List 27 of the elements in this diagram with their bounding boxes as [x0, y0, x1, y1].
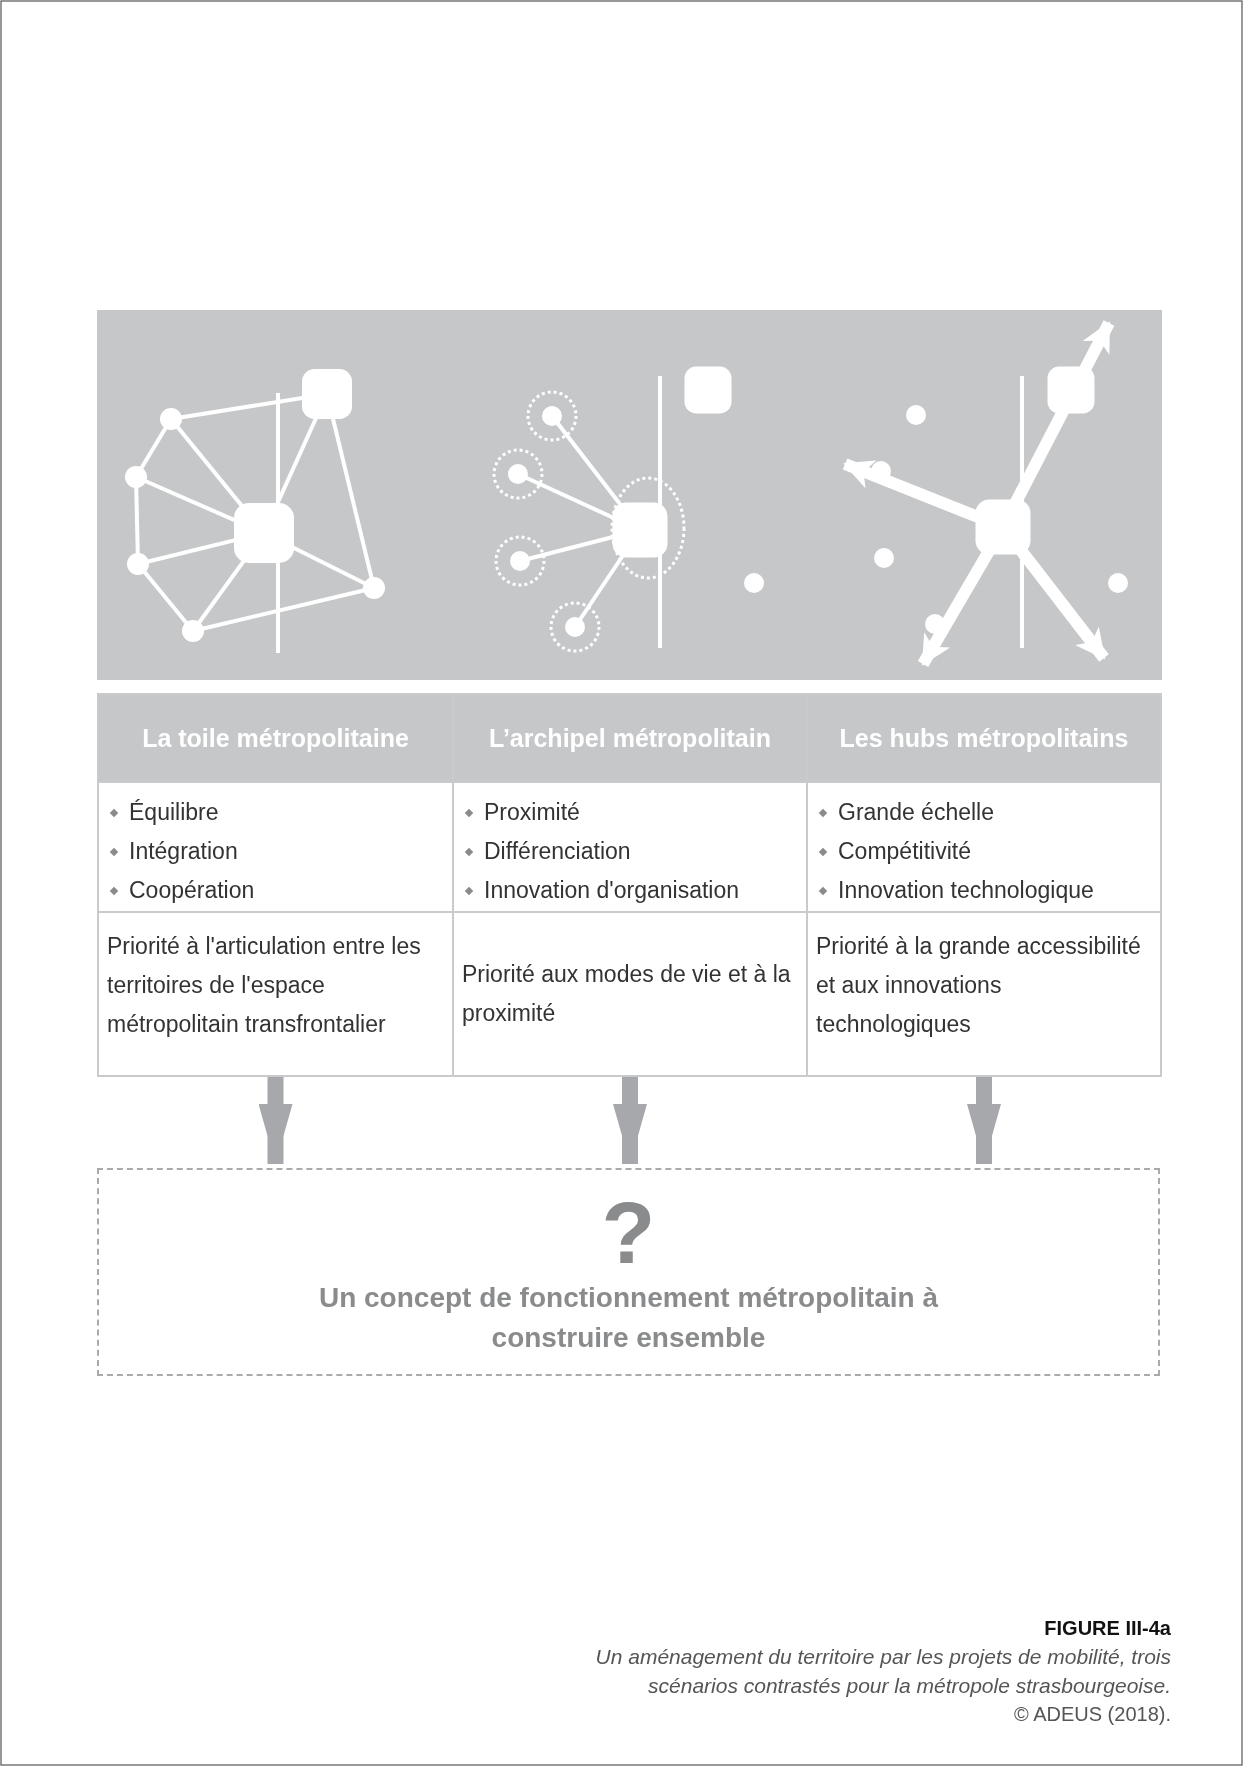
column-header: La toile métropolitaine: [99, 695, 452, 781]
bullet-item: Équilibre: [107, 793, 452, 832]
priority-text: Priorité à la grande accessibilité et aux innovations technologiques: [816, 932, 1142, 1039]
arrow: [258, 1077, 293, 1164]
conclusion-box: [97, 1168, 1160, 1376]
figure-number: FIGURE III-4a: [1044, 1616, 1171, 1641]
scenario-column: [806, 693, 1162, 1077]
bullet-item: Innovation technologique: [816, 871, 1160, 910]
column-header: Les hubs métropolitains: [808, 695, 1160, 781]
conclusion-text: Un concept de fonctionnement métropolitain à construire ensemble: [317, 1281, 940, 1355]
bullet-item: Différenciation: [462, 832, 806, 871]
scenario-column: [452, 693, 808, 1077]
scenario-column: [97, 693, 454, 1077]
column-header: L’archipel métropolitain: [454, 695, 806, 781]
bullet-item: Proximité: [462, 793, 806, 832]
figure-caption: Un aménagement du territoire par les projets de mobilité, trois scénarios contrastés pour la métropole strasbourgeoise.: [594, 1644, 1171, 1699]
priority-text: Priorité aux modes de vie et à la proximité: [462, 960, 792, 1028]
arrow: [967, 1077, 1001, 1164]
bullet-item: Innovation d'organisation: [462, 871, 806, 910]
bullet-item: Grande échelle: [816, 793, 1160, 832]
bullet-item: Coopération: [107, 871, 452, 910]
arrow: [613, 1077, 647, 1164]
priority-text: Priorité à l'articulation entre les territoires de l'espace métropolitain transfrontalier: [107, 932, 422, 1039]
bullet-item: Intégration: [107, 832, 452, 871]
question-mark: ?: [600, 1188, 657, 1278]
bullet-item: Compétitivité: [816, 832, 1160, 871]
copyright-note: © ADEUS (2018).: [1013, 1702, 1171, 1727]
